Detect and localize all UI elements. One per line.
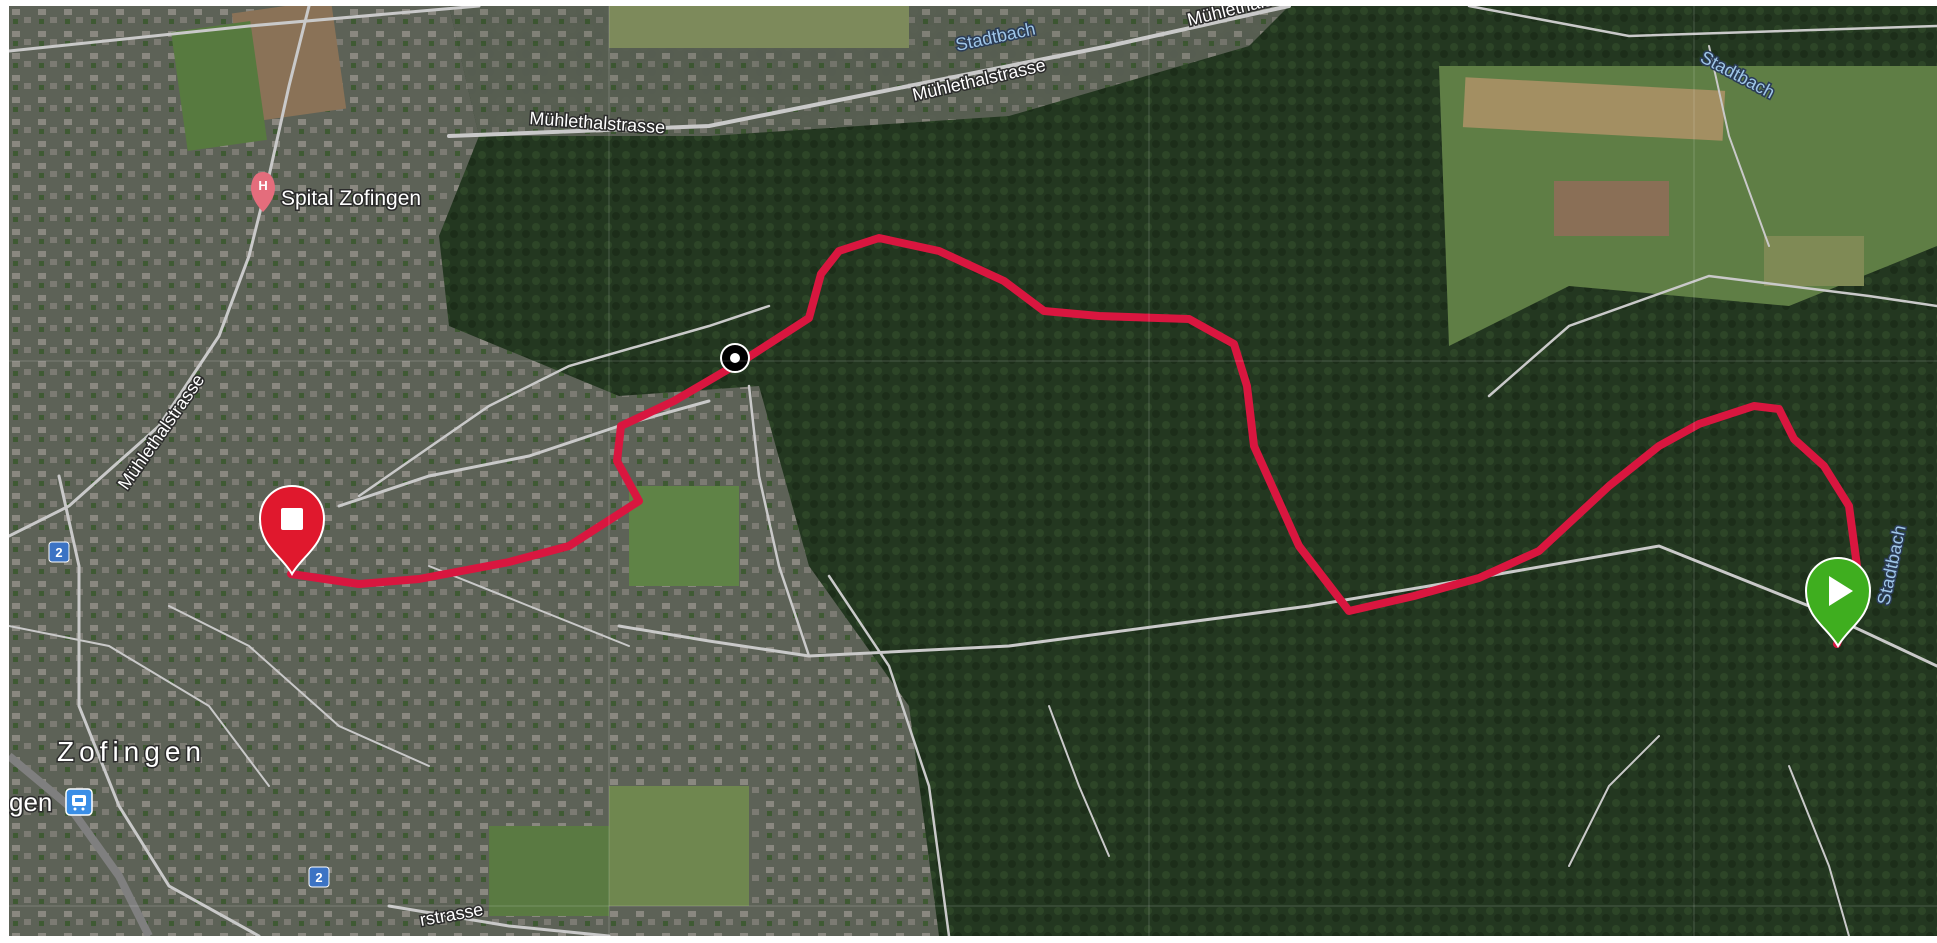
road-badge-1: 2	[48, 541, 70, 563]
stop-icon[interactable]	[258, 484, 326, 577]
svg-text:H: H	[258, 178, 267, 193]
satellite-map[interactable]: Mühlethalstrasse Mühlethalstrasse Mühlet…	[9, 6, 1937, 936]
route-line[interactable]	[287, 234, 1861, 648]
hospital-poi[interactable]: H Spital Zofingen	[251, 172, 423, 212]
field-brown-3	[1764, 236, 1864, 286]
svg-text:2: 2	[315, 870, 322, 885]
railway	[9, 752, 153, 936]
road-network	[9, 6, 1937, 936]
station-label-partial: gen	[9, 787, 52, 817]
field-green-south	[489, 826, 609, 916]
field-green-sw	[609, 786, 749, 906]
field-brown-nw	[231, 6, 347, 123]
waypoint-icon[interactable]	[720, 343, 750, 373]
svg-text:2: 2	[55, 545, 62, 560]
field-green-mid	[629, 486, 739, 586]
train-station-icon[interactable]	[65, 788, 93, 816]
map-grid	[9, 6, 1937, 936]
play-icon[interactable]	[1804, 556, 1872, 649]
field-green-nw	[171, 21, 267, 151]
road-badge-2: 2	[308, 866, 330, 888]
field-brown-2	[1554, 181, 1669, 236]
field-top-north	[609, 6, 909, 48]
hospital-icon: H	[251, 172, 275, 212]
town-label-zofingen: Zofingen	[57, 736, 206, 767]
map-canvas: Mühlethalstrasse Mühlethalstrasse Mühlet…	[9, 6, 1937, 936]
urban-area-zofingen	[9, 6, 939, 936]
field-brown-1	[1462, 77, 1726, 141]
poi-label-spital-zofingen: Spital Zofingen	[281, 187, 421, 210]
